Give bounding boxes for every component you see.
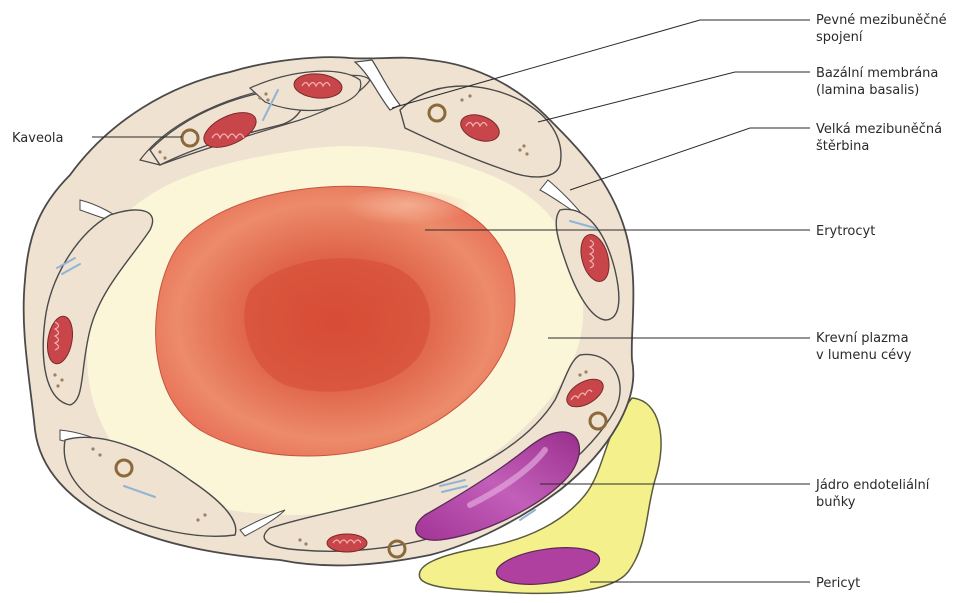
label-pevne-spojeni-line2: spojení (816, 30, 863, 45)
label-kaveola: Kaveola (12, 131, 64, 146)
label-velka-sterbina-line1: Velká mezibuněčná (816, 122, 942, 137)
label-velka-sterbina-line2: štěrbina (816, 139, 869, 154)
leader-velka (570, 128, 810, 190)
label-jadro-line1: Jádro endoteliální (815, 478, 930, 493)
label-erytrocyt: Erytrocyt (816, 224, 875, 239)
label-pevne-spojeni-line1: Pevné mezibuněčné (816, 13, 947, 28)
label-pericyt: Pericyt (816, 576, 860, 591)
erythrocyte-center (244, 258, 430, 392)
erythrocyte-rim-highlight (320, 190, 480, 240)
label-bazalni-membrana-line2: (lamina basalis) (816, 83, 919, 98)
leader-bazalni (538, 72, 810, 122)
label-jadro-line2: buňky (816, 495, 856, 510)
label-krevni-plazma-line1: Krevní plazma (816, 331, 909, 346)
label-krevni-plazma-line2: v lumenu cévy (816, 348, 912, 363)
label-bazalni-membrana-line1: Bazální membrána (816, 66, 938, 81)
